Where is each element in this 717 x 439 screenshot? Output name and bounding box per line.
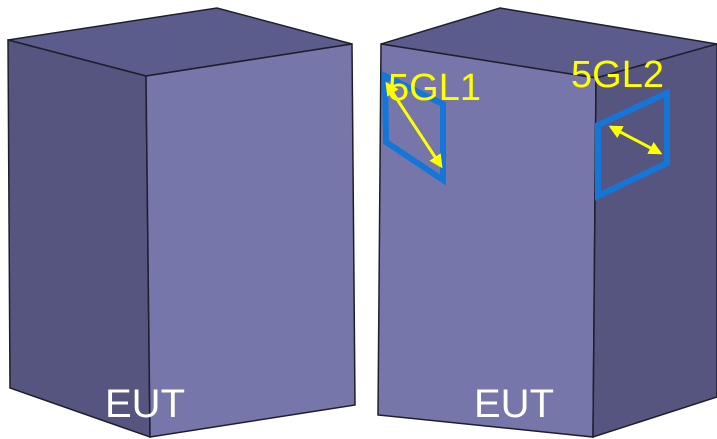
right-box: 5GL1 5GL2 EUT xyxy=(377,7,717,439)
left-box-side-face xyxy=(7,39,151,439)
antenna-5gl2-label: 5GL2 xyxy=(571,54,664,96)
right-box-side-face xyxy=(592,43,717,439)
left-box: EUT xyxy=(7,7,356,439)
left-box-eut-label: EUT xyxy=(105,382,185,426)
antenna-5gl1-arrow xyxy=(385,81,443,169)
antenna-5gl2-outline xyxy=(595,88,670,201)
antenna-5gl1: 5GL1 xyxy=(381,67,481,186)
antenna-5gl2: 5GL2 xyxy=(571,54,670,201)
right-box-eut-label: EUT xyxy=(474,382,554,426)
left-box-front-face xyxy=(145,43,356,438)
antenna-5gl1-label: 5GL1 xyxy=(388,67,481,109)
antenna-5gl2-arrow xyxy=(608,125,663,155)
